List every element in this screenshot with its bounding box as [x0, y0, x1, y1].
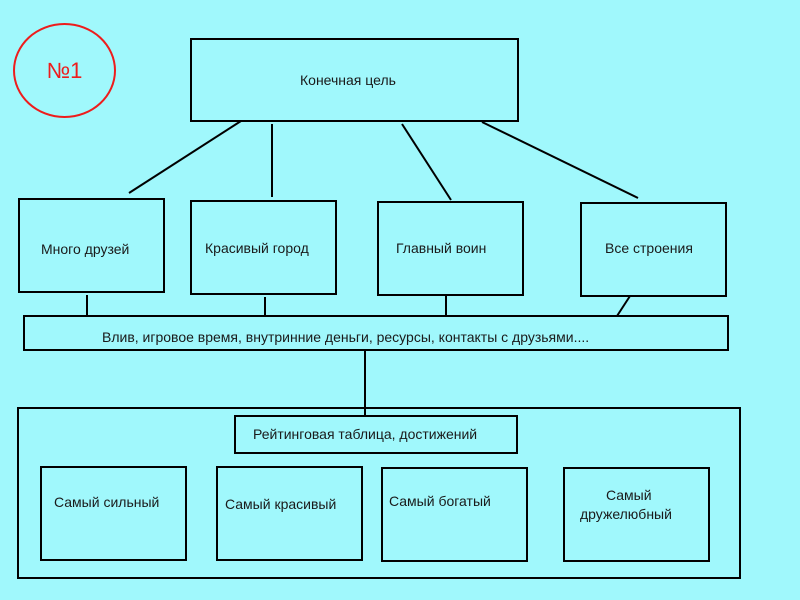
goal-label-city: Красивый город — [205, 240, 309, 256]
goal-label-friends: Много друзей — [41, 241, 130, 257]
number-badge-label: №1 — [46, 58, 83, 83]
goal-box-warrior — [377, 201, 524, 296]
connector-goal-warrior — [401, 123, 452, 201]
final-goal-box — [190, 38, 519, 122]
number-badge: №1 — [13, 23, 116, 118]
connector-goal-friends — [128, 120, 242, 194]
rating-label-strongest: Самый сильный — [54, 494, 160, 510]
rating-box-richest — [381, 467, 528, 562]
rating-label-friendliest-line2: дружелюбный — [580, 506, 672, 522]
rating-container — [17, 407, 741, 579]
rating-label-beautiful: Самый красивый — [225, 496, 337, 512]
goal-box-city — [190, 200, 337, 295]
goal-box-buildings — [580, 202, 727, 297]
means-box — [23, 315, 729, 351]
rating-box-friendliest — [563, 467, 710, 562]
connector-goal-buildings — [481, 121, 639, 199]
final-goal-label: Конечная цель — [300, 72, 396, 88]
rating-label-friendliest-line1: Самый — [606, 487, 652, 503]
goal-label-warrior: Главный воин — [396, 240, 487, 256]
rating-title-label: Рейтинговая таблица, достижений — [253, 426, 478, 442]
means-label: Влив, игровое время, внутринние деньги, … — [102, 329, 590, 345]
rating-label-richest: Самый богатый — [389, 493, 491, 509]
rating-box-strongest — [40, 466, 187, 561]
goal-label-buildings: Все строения — [605, 240, 693, 256]
goal-box-friends — [18, 198, 165, 293]
connector-buildings-means — [616, 295, 631, 317]
rating-title-box — [234, 415, 518, 454]
rating-box-beautiful — [216, 466, 363, 561]
